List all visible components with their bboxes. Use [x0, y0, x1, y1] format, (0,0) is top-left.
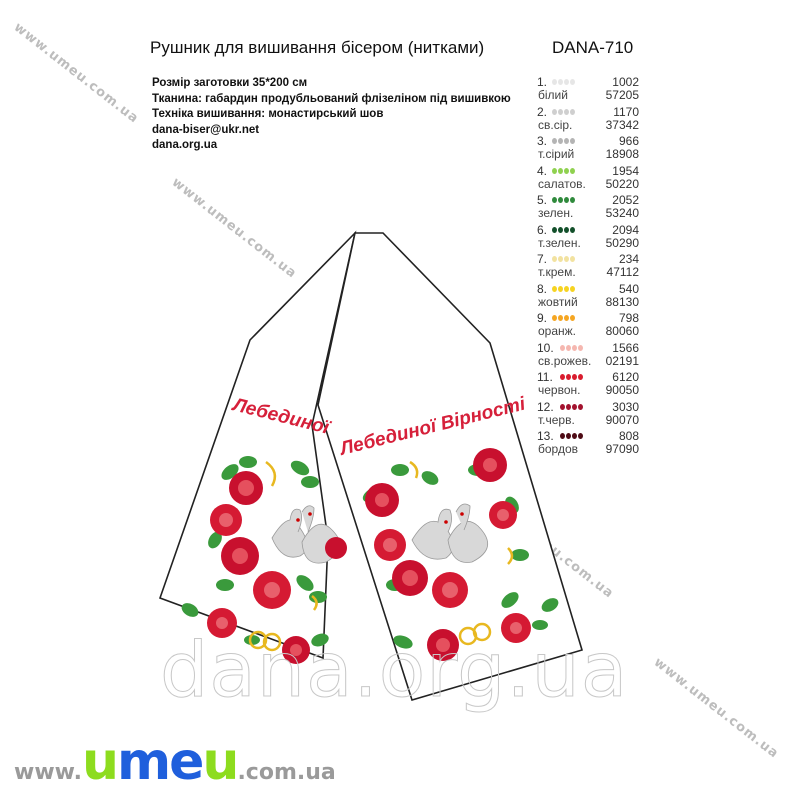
bead-swatch-icon	[560, 374, 583, 380]
legend-number: 10.	[537, 340, 554, 355]
legend-color-name: т.зелен.	[538, 235, 581, 250]
info-fabric: Тканина: габардин продубльований флізелі…	[152, 92, 511, 105]
legend-code-a: 1954	[612, 163, 639, 178]
legend-code-a: 1566	[612, 340, 639, 355]
legend-color-name: салатов.	[538, 176, 586, 191]
bead-swatch-icon	[560, 403, 583, 410]
info-site: dana.org.ua	[152, 139, 218, 151]
product-title: Рушник для вишивання бісером (нитками)	[150, 38, 485, 57]
legend-code-a: 540	[618, 281, 639, 296]
legend-number: 1.	[537, 75, 548, 89]
legend-number: 11.	[537, 370, 553, 384]
legend-color-name: жовтий	[538, 294, 578, 309]
legend-code-b: 50220	[605, 176, 639, 191]
bead-swatch-icon	[560, 433, 583, 439]
product-code: DANA-710	[552, 38, 634, 57]
legend-color-name: білий	[538, 88, 568, 102]
right-wreath	[362, 448, 559, 661]
umeu-logo[interactable]: www. u me u .com.ua	[14, 732, 336, 792]
legend-color-name: червон.	[538, 383, 581, 397]
legend-code-a: 798	[618, 311, 639, 325]
product-info: Розмір заготовки 35*200 см Тканина: габа…	[152, 76, 511, 154]
legend-number: 13.	[537, 429, 554, 443]
legend-code-b: 97090	[605, 442, 639, 456]
logo-prefix: www.	[14, 760, 82, 785]
bead-swatch-icon	[552, 167, 575, 174]
legend-color-name: т.крем.	[538, 265, 576, 279]
legend-code-b: 18908	[605, 147, 639, 161]
legend-code-b: 53240	[605, 206, 639, 220]
legend-code-b: 02191	[605, 353, 639, 368]
legend-code-b: 47112	[606, 265, 639, 279]
legend-code-b: 37342	[605, 117, 639, 132]
legend-code-b: 50290	[605, 235, 639, 250]
bead-swatch-icon	[552, 285, 575, 292]
legend-code-b: 90050	[605, 383, 639, 397]
legend-color-name: т.сірий	[538, 147, 575, 161]
legend-code-a: 234	[618, 252, 639, 266]
logo-suffix: .com.ua	[237, 760, 336, 785]
logo-u-green: u	[202, 732, 239, 792]
legend-number: 8.	[537, 281, 548, 296]
legend-color-name: св.сір.	[538, 117, 573, 132]
legend-code-a: 3030	[612, 399, 639, 414]
bead-swatch-icon	[552, 256, 575, 262]
legend-number: 9.	[537, 311, 548, 325]
legend-color-name: зелен.	[538, 206, 574, 220]
bead-swatch-icon	[552, 197, 575, 203]
legend-code-b: 80060	[605, 324, 639, 338]
legend-code-a: 808	[618, 429, 639, 443]
watermark-dana-outline: dana.org.ua	[159, 625, 629, 715]
legend-code-b: 88130	[605, 294, 639, 309]
legend-code-a: 2052	[612, 193, 639, 207]
legend-color-name: бордов	[538, 442, 578, 456]
legend-color-name: оранж.	[538, 324, 577, 338]
legend-code-b: 57205	[605, 88, 639, 102]
legend-number: 3.	[537, 134, 548, 148]
logo-me-blue: me	[116, 732, 204, 792]
legend-number: 2.	[537, 104, 548, 119]
bead-swatch-icon	[552, 315, 575, 321]
legend-code-a: 6120	[612, 370, 639, 384]
bead-swatch-icon	[560, 344, 583, 351]
bead-swatch-icon	[552, 138, 575, 144]
legend-number: 5.	[537, 193, 548, 207]
info-size: Розмір заготовки 35*200 см	[152, 77, 308, 89]
legend-code-a: 966	[618, 134, 639, 148]
legend-code-a: 1170	[613, 104, 639, 119]
legend-number: 12.	[537, 399, 554, 414]
bead-swatch-icon	[552, 79, 575, 85]
info-technique: Техніка вишивання: монастирський шов	[152, 108, 384, 120]
legend-number: 7.	[537, 252, 548, 266]
bead-swatch-icon	[552, 226, 575, 233]
legend-color-name: т.черв.	[538, 412, 575, 427]
towel-right-panel	[317, 232, 583, 701]
logo-u-green: u	[81, 732, 119, 792]
legend-code-b: 90070	[605, 412, 639, 427]
legend-color-name: св.рожев.	[538, 353, 592, 368]
info-email: dana-biser@ukr.net	[152, 123, 260, 136]
left-wreath	[181, 456, 347, 664]
legend-code-a: 2094	[612, 222, 639, 237]
legend-number: 4.	[537, 163, 548, 178]
legend-code-a: 1002	[612, 75, 639, 89]
bead-swatch-icon	[552, 108, 575, 115]
legend-number: 6.	[537, 222, 548, 237]
